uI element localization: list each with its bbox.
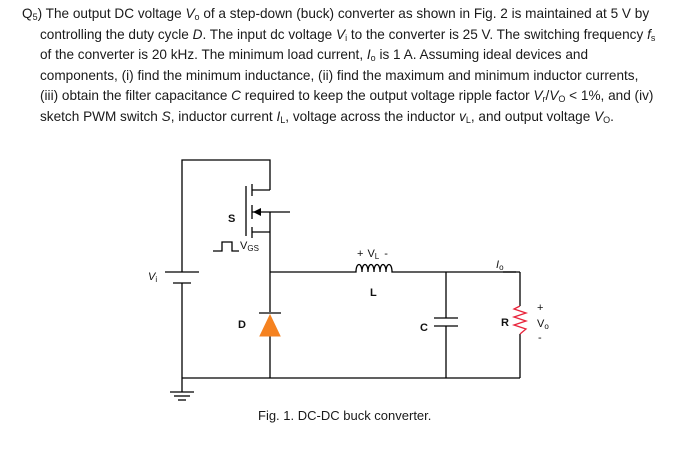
inductor-coil xyxy=(350,263,398,273)
diode xyxy=(259,312,281,337)
question-line-4: components, (i) find the minimum inducta… xyxy=(40,67,639,83)
figure-caption: Fig. 1. DC-DC buck converter. xyxy=(258,408,432,423)
question-line-5: (iii) obtain the filter capacitance C re… xyxy=(40,88,654,105)
input-dc-source xyxy=(165,271,199,284)
question-line-2: controlling the duty cycle D. The input … xyxy=(40,26,656,43)
svg-text:Vo: Vo xyxy=(537,318,549,331)
output-voltage-label: + Vo - xyxy=(537,302,549,344)
question-label: Q xyxy=(22,6,33,21)
circuit-wires xyxy=(181,159,521,392)
load-resistor xyxy=(511,305,529,335)
question-line-1: Q5) The output DC voltage Vo of a step-d… xyxy=(22,6,650,22)
diode-label: D xyxy=(238,319,246,331)
capacitor xyxy=(434,317,458,327)
question-line-3: of the converter is 20 kHz. The minimum … xyxy=(40,47,589,64)
gate-voltage-label: VGS xyxy=(240,240,259,253)
question-line-6: sketch PWM switch S, inductor current IL… xyxy=(40,108,614,125)
inductor-voltage-label: +VL- xyxy=(357,248,388,261)
inductor-label: L xyxy=(370,287,377,299)
svg-text:-: - xyxy=(538,332,542,344)
ground-icon xyxy=(170,391,194,401)
gate-pulse-icon xyxy=(213,241,239,252)
switch-label: S xyxy=(228,213,235,225)
input-voltage-label: Vi xyxy=(148,271,157,284)
mosfet-switch xyxy=(245,184,290,238)
capacitor-label: C xyxy=(420,322,428,334)
svg-text:+: + xyxy=(537,302,543,314)
resistor-label: R xyxy=(501,317,509,329)
output-current-label: Io xyxy=(496,259,504,272)
question-text: Q5) The output DC voltage Vo of a step-d… xyxy=(22,4,682,128)
